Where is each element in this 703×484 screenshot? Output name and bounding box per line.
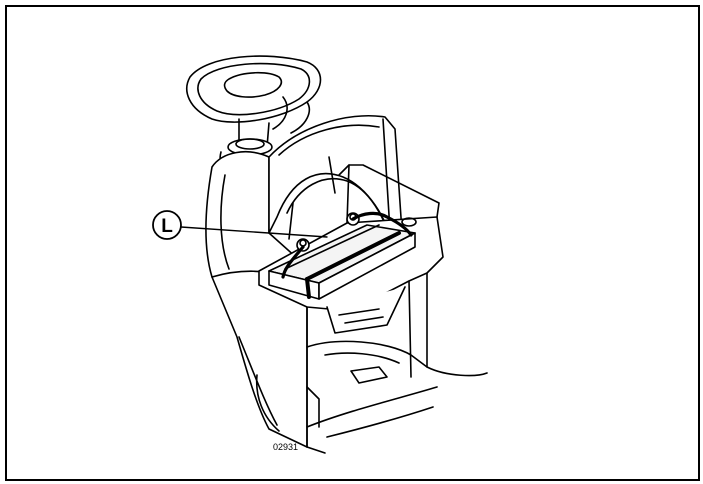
figure-frame: L 02931 — [5, 5, 700, 481]
battery — [268, 211, 416, 300]
callout-label: L — [161, 216, 173, 237]
mower-battery-illustration: L 02931 — [152, 55, 488, 454]
battery-box — [326, 286, 406, 334]
figure-number: 02931 — [273, 442, 298, 452]
callout-leader-line — [180, 226, 328, 238]
lower-frame — [306, 340, 488, 454]
callout-circle — [152, 210, 182, 240]
callout-l: L — [152, 210, 328, 240]
steering-wheel — [186, 55, 322, 134]
raised-hood — [268, 114, 404, 252]
